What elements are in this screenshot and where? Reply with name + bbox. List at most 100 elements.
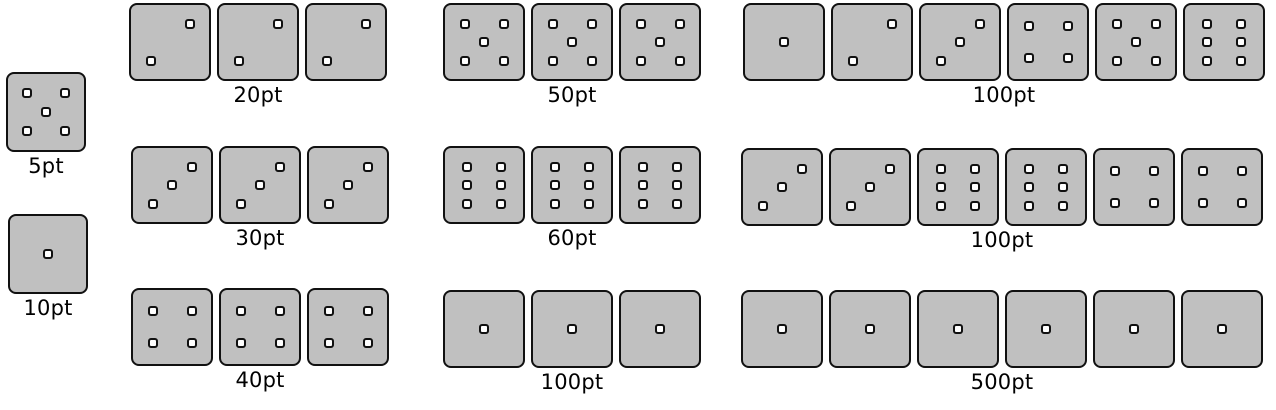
pip: [586, 18, 597, 29]
dice-row: [443, 290, 701, 368]
pip: [796, 163, 807, 174]
die-face: [217, 3, 299, 81]
pip: [886, 18, 897, 29]
pip: [1023, 200, 1034, 211]
pip: [1197, 198, 1208, 209]
pip: [584, 198, 595, 209]
pip: [323, 338, 334, 349]
die-face: [619, 290, 701, 368]
pip: [459, 18, 470, 29]
die-face: [129, 3, 211, 81]
die-face: [307, 146, 389, 224]
pip: [362, 305, 373, 316]
die-face: [531, 146, 613, 224]
pip: [549, 161, 560, 172]
score-label: 500pt: [970, 370, 1034, 394]
pip: [479, 37, 489, 47]
pip: [935, 200, 946, 211]
pip: [547, 18, 558, 29]
pip: [321, 55, 332, 66]
pip: [1201, 37, 1212, 47]
pip: [1058, 163, 1069, 174]
pip: [235, 338, 246, 349]
pip: [461, 161, 472, 172]
die-face: [219, 288, 301, 366]
die-face: [619, 146, 701, 224]
die-face: [1005, 148, 1087, 226]
die-face: [1183, 3, 1265, 81]
pip: [1217, 324, 1227, 334]
die-face: [307, 288, 389, 366]
pip: [549, 180, 560, 190]
pip: [847, 55, 858, 66]
pip: [549, 198, 560, 209]
pip: [845, 200, 856, 211]
score-label: 40pt: [235, 368, 285, 392]
die-face: [917, 290, 999, 368]
pip: [637, 161, 648, 172]
pip: [935, 55, 946, 66]
pip: [567, 324, 577, 334]
pip: [496, 180, 507, 190]
pip: [1058, 182, 1069, 192]
pip: [635, 18, 646, 29]
die-face: [1181, 148, 1263, 226]
pip: [461, 198, 472, 209]
pip: [145, 55, 156, 66]
pip: [584, 161, 595, 172]
pip: [60, 126, 70, 136]
pip: [1201, 18, 1212, 29]
die-face: [829, 290, 911, 368]
pip: [955, 37, 965, 47]
pip: [1062, 53, 1073, 64]
pip: [865, 324, 875, 334]
pip: [779, 37, 789, 47]
pip: [186, 161, 197, 172]
pip: [186, 338, 197, 349]
die-face: [6, 72, 86, 152]
pip: [255, 180, 265, 190]
dice-row: [443, 3, 701, 81]
pip: [22, 126, 32, 136]
pip: [22, 88, 32, 98]
pip: [1148, 198, 1159, 209]
pip: [498, 55, 509, 66]
dice-group-three-pairs: 100pt: [741, 148, 1263, 252]
die-face: [1181, 290, 1263, 368]
die-face: [917, 148, 999, 226]
dice-row: [741, 290, 1263, 368]
pip: [674, 18, 685, 29]
dice-row: [743, 3, 1265, 81]
pip: [865, 182, 875, 192]
pip: [1236, 165, 1247, 176]
die-face: [1093, 290, 1175, 368]
pip: [777, 324, 787, 334]
pip: [184, 18, 195, 29]
pip: [274, 305, 285, 316]
pip: [1023, 182, 1034, 192]
pip: [498, 18, 509, 29]
pip: [1023, 20, 1034, 31]
pip: [479, 324, 489, 334]
pip: [272, 18, 283, 29]
pip: [1236, 198, 1247, 209]
die-face: [829, 148, 911, 226]
die-face: [743, 3, 825, 81]
pip: [496, 161, 507, 172]
pip: [970, 182, 981, 192]
dice-row: [741, 148, 1263, 226]
dice-group-straight: 100pt: [743, 3, 1265, 107]
die-face: [919, 3, 1001, 81]
pip: [147, 305, 158, 316]
pip: [974, 18, 985, 29]
pip: [60, 88, 70, 98]
score-label: 100pt: [540, 370, 604, 394]
pip: [1023, 53, 1034, 64]
pip: [1109, 165, 1120, 176]
score-label: 100pt: [972, 83, 1036, 107]
pip: [584, 180, 595, 190]
die-face: [443, 3, 525, 81]
dice-group-triple-sixes: 60pt: [443, 146, 701, 250]
pip: [323, 198, 334, 209]
dice-row: [6, 72, 86, 152]
